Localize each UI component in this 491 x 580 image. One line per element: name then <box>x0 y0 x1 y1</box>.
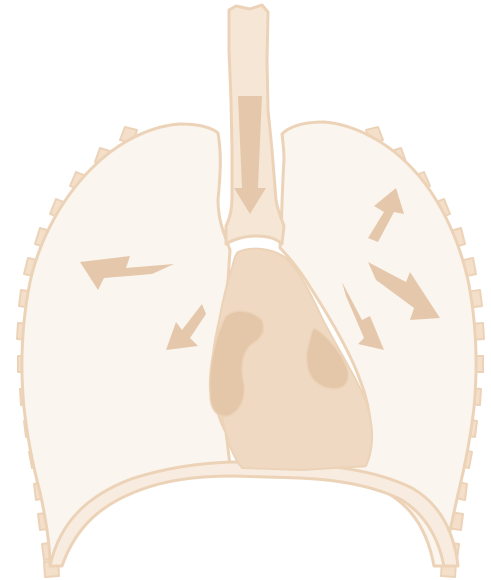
left-lung <box>22 124 230 565</box>
